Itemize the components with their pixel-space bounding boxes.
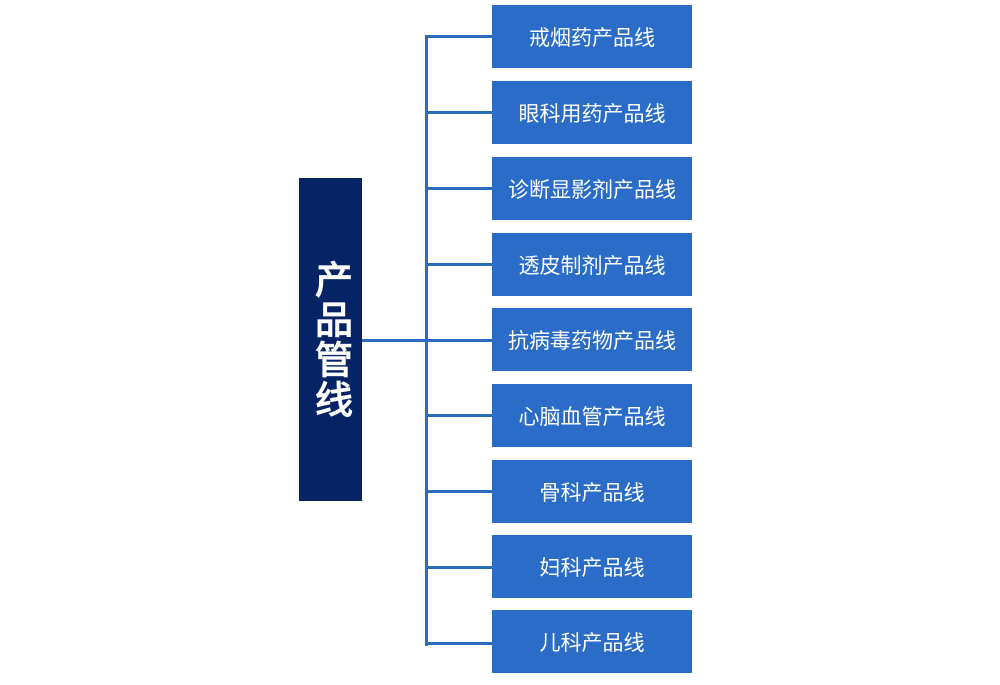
branch-connector [425,263,492,266]
node-smoking-cessation: 戒烟药产品线 [492,5,692,68]
node-gynecology: 妇科产品线 [492,535,692,598]
branch-connector [425,490,492,493]
root-node-label: 产品管线 [308,259,353,420]
node-antiviral: 抗病毒药物产品线 [492,308,692,371]
node-orthopedics: 骨科产品线 [492,460,692,523]
node-transdermal: 透皮制剂产品线 [492,233,692,296]
branch-connector [425,339,492,342]
node-pediatrics: 儿科产品线 [492,610,692,673]
branch-connector [425,642,492,645]
branch-connector [425,414,492,417]
branch-connector [425,187,492,190]
root-connector [362,339,428,342]
branch-connector [425,35,492,38]
root-node: 产品管线 [299,178,362,501]
node-cardiovascular: 心脑血管产品线 [492,384,692,447]
branch-connector [425,566,492,569]
branch-connector [425,111,492,114]
node-ophthalmology: 眼科用药产品线 [492,81,692,144]
node-contrast-agents: 诊断显影剂产品线 [492,157,692,220]
